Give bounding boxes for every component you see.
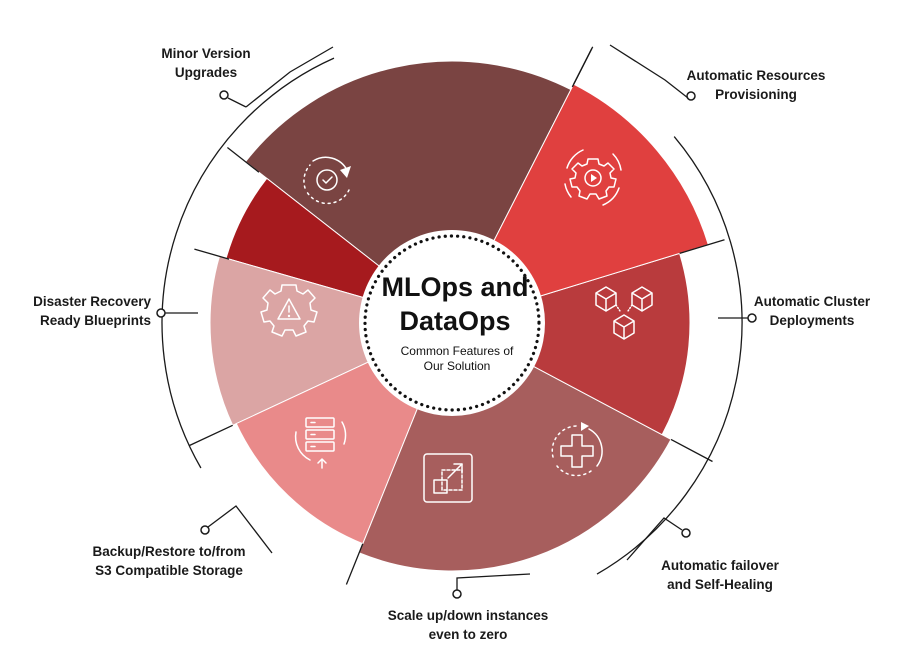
label-failover-line1: Automatic failover (661, 558, 780, 573)
divider-line (194, 248, 230, 260)
leader-backup (207, 505, 273, 554)
divider-line (670, 438, 713, 463)
label-scale-line1: Scale up/down instances (388, 608, 549, 623)
label-backup-line1: Backup/Restore to/from (92, 544, 245, 559)
center-title-line1: MLOps and (382, 272, 529, 302)
label-scale-line2: even to zero (429, 627, 508, 642)
divider-line (226, 146, 260, 173)
label-cluster-line2: Deployments (770, 313, 855, 328)
medical-cross-icon (551, 422, 603, 477)
center-title-line2: DataOps (399, 306, 510, 336)
cubes-icon (595, 286, 653, 340)
leader-minor-version-link (227, 97, 247, 108)
outer-arc-left (161, 57, 335, 469)
leaders (156, 44, 757, 599)
gear-play-icon (564, 149, 622, 206)
leader-failover (626, 517, 683, 561)
refresh-check-icon (303, 156, 351, 205)
center-hub: MLOps and DataOps Common Features of Our… (359, 230, 545, 416)
label-resources-line1: Automatic Resources (687, 68, 826, 83)
center-subtitle-line2: Our Solution (424, 359, 491, 373)
label-disaster-line2: Ready Blueprints (40, 313, 151, 328)
feature-labels: Minor Version Upgrades Disaster Recovery… (33, 46, 871, 642)
leader-resources (609, 44, 689, 99)
label-minor-version-line2: Upgrades (175, 65, 237, 80)
outer-frame (161, 46, 743, 585)
leader-dot (686, 91, 696, 101)
label-resources-line2: Provisioning (715, 87, 797, 102)
label-cluster-line1: Automatic Cluster (754, 294, 871, 309)
leader-dot (200, 525, 210, 535)
divider-line (345, 543, 364, 585)
leader-dot (156, 308, 166, 318)
server-sync-icon (294, 417, 347, 469)
leader-dot (452, 589, 462, 599)
label-disaster-line1: Disaster Recovery (33, 294, 151, 309)
leader-scale (456, 573, 531, 590)
label-minor-version-line1: Minor Version (161, 46, 250, 61)
leader-minor-version (245, 46, 334, 108)
label-failover-line2: and Self-Healing (667, 577, 773, 592)
center-subtitle-line1: Common Features of (401, 344, 514, 358)
divider-line (188, 424, 233, 447)
label-backup-line2: S3 Compatible Storage (95, 563, 243, 578)
scale-arrow-icon (423, 453, 473, 503)
dotted-ring (363, 234, 541, 412)
outer-arc-right (596, 136, 743, 575)
leader-dot (219, 90, 229, 100)
divider-line (573, 46, 594, 85)
leader-dot (747, 313, 757, 323)
gear-warning-icon (260, 284, 318, 337)
leader-dot (681, 528, 691, 538)
wedges (209, 60, 709, 572)
divider-line (679, 239, 725, 255)
